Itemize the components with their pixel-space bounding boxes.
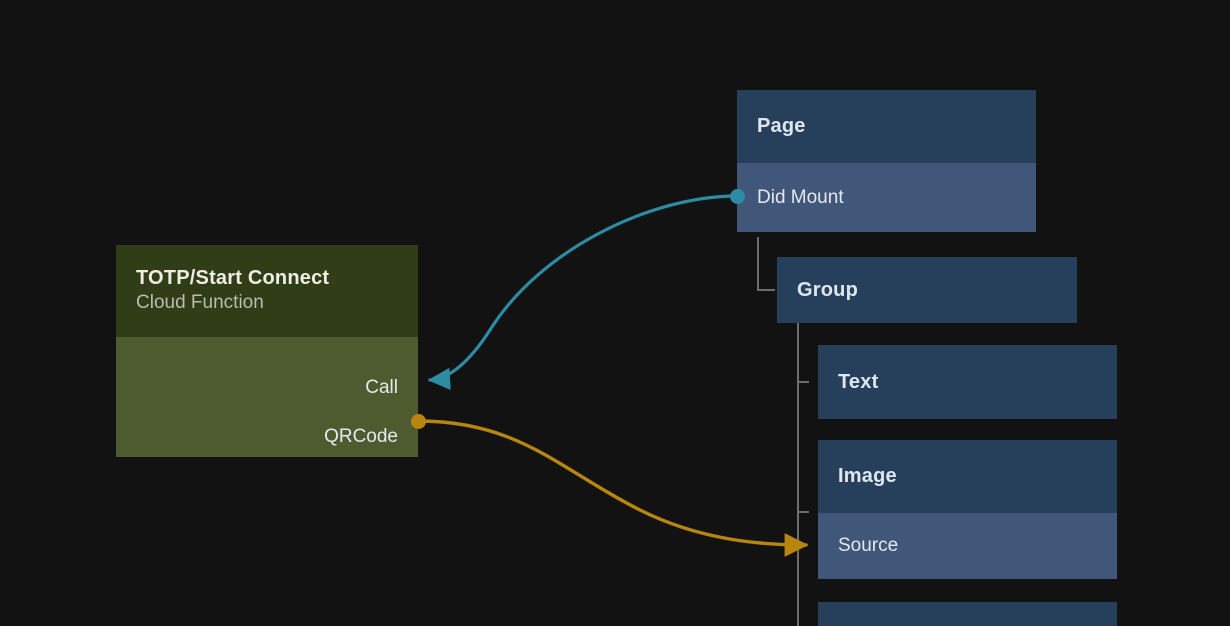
port-row-qrcode[interactable]: QRCode — [116, 417, 418, 457]
port-row-did-mount[interactable]: Did Mount — [737, 163, 1036, 232]
node-group[interactable]: Group — [777, 257, 1077, 323]
node-clipped-bottom[interactable] — [818, 602, 1117, 626]
port-dot-qrcode[interactable] — [411, 414, 426, 429]
node-header-page: Page — [737, 90, 1036, 163]
node-page[interactable]: Page Did Mount — [737, 90, 1036, 232]
tree-line-stub-image — [797, 511, 809, 513]
tree-line-page-to-group-horizontal — [757, 289, 775, 291]
tree-line-group-trunk — [797, 320, 799, 626]
edge-did-mount-to-call — [427, 194, 739, 391]
node-title-page: Page — [757, 115, 806, 137]
node-title-group: Group — [797, 278, 858, 301]
node-subtitle-cloud-function: Cloud Function — [136, 292, 264, 314]
tree-line-stub-text — [797, 381, 809, 383]
tree-line-page-to-group-vertical — [757, 237, 759, 291]
port-label-source: Source — [838, 535, 899, 556]
node-title-totp: TOTP/Start Connect — [136, 267, 330, 290]
node-image[interactable]: Image Source — [818, 440, 1117, 579]
node-title-text: Text — [838, 370, 879, 393]
edge-qrcode-to-source — [416, 419, 809, 557]
node-header-group: Group — [777, 257, 1077, 323]
port-row-call[interactable]: Call — [116, 359, 418, 417]
node-header-image: Image — [818, 440, 1117, 513]
port-dot-did-mount[interactable] — [730, 189, 745, 204]
node-title-image: Image — [838, 465, 897, 487]
node-header-clipped — [818, 602, 1117, 626]
port-label-did-mount: Did Mount — [757, 186, 844, 208]
node-text[interactable]: Text — [818, 345, 1117, 419]
port-label-qrcode: QRCode — [324, 426, 398, 447]
node-totp-start-connect[interactable]: TOTP/Start Connect Cloud Function Call Q… — [116, 245, 418, 457]
node-body-totp: Call QRCode — [116, 337, 418, 457]
node-header-text: Text — [818, 345, 1117, 419]
port-label-call: Call — [365, 377, 398, 398]
port-row-source[interactable]: Source — [818, 513, 1117, 579]
node-header-totp: TOTP/Start Connect Cloud Function — [116, 245, 418, 337]
